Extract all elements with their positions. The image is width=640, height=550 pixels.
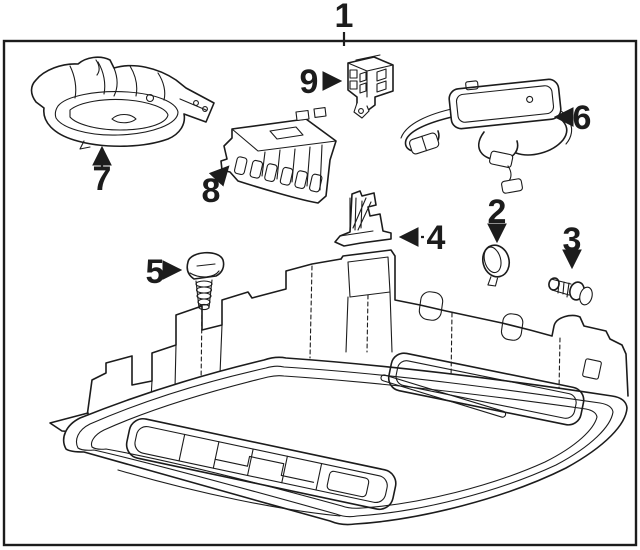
console-back-wall (85, 258, 342, 425)
callout-3: 3 (562, 221, 582, 270)
part-6-wiring-harness (400, 78, 572, 194)
callout-5: 5 (146, 253, 183, 291)
callout-3-label: 3 (563, 221, 582, 259)
part-5-screw (186, 251, 225, 311)
callout-8: 8 (202, 165, 230, 210)
callout-5-label: 5 (146, 253, 165, 291)
callout-6: 6 (553, 99, 592, 137)
callout-1: 1 (335, 0, 354, 46)
callout-7-label: 7 (93, 160, 112, 198)
callout-8-arrow (208, 165, 230, 187)
diagram-border (2, 39, 638, 547)
console-switch-recess (387, 352, 585, 426)
console-body (49, 249, 629, 526)
callout-6-label: 6 (573, 99, 592, 137)
part-2-retainer-ring (481, 244, 511, 287)
callout-7: 7 (92, 145, 112, 198)
part-2-outline (481, 244, 511, 278)
callout-4: 4 (398, 219, 446, 257)
callout-9-label: 9 (300, 63, 319, 101)
part-3-bulb (548, 277, 593, 306)
screw-head (186, 251, 225, 280)
part-4-bracket (334, 190, 392, 247)
part-9-switch-connector (347, 54, 394, 119)
callout-4-label: 4 (427, 219, 446, 257)
part-8-connector-block (220, 107, 337, 204)
part-7-trim-bracket (30, 56, 215, 150)
callout-1-label: 1 (335, 0, 354, 35)
callout-2: 2 (487, 193, 507, 244)
callout-2-label: 2 (488, 193, 507, 231)
console-keypad-recess (125, 417, 397, 511)
console-dish-face (62, 356, 628, 526)
harness-lamp-plate (448, 78, 562, 130)
callout-9: 9 (300, 63, 343, 101)
